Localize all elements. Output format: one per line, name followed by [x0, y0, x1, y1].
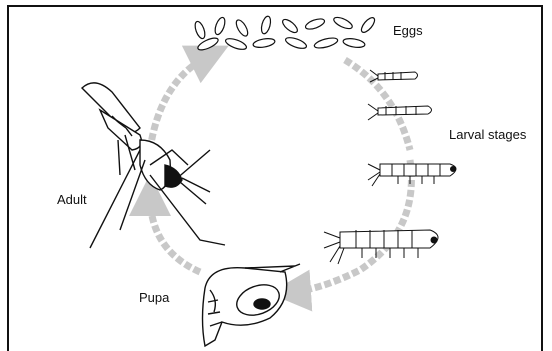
larva-stage-4: [324, 230, 438, 264]
cycle-arrows: [150, 55, 411, 292]
arrow-adult-to-eggs: [150, 55, 210, 150]
larva-stage-1: [370, 70, 418, 82]
arrow-larvae-to-pupa: [290, 160, 411, 292]
label-pupa: Pupa: [139, 290, 169, 305]
eggs-cluster: [193, 15, 377, 52]
label-larval-stages: Larval stages: [449, 127, 526, 142]
label-adult: Adult: [57, 192, 87, 207]
adult-mosquito-drawing: [82, 83, 225, 248]
label-eggs: Eggs: [393, 23, 423, 38]
pupa-drawing: [203, 264, 301, 346]
